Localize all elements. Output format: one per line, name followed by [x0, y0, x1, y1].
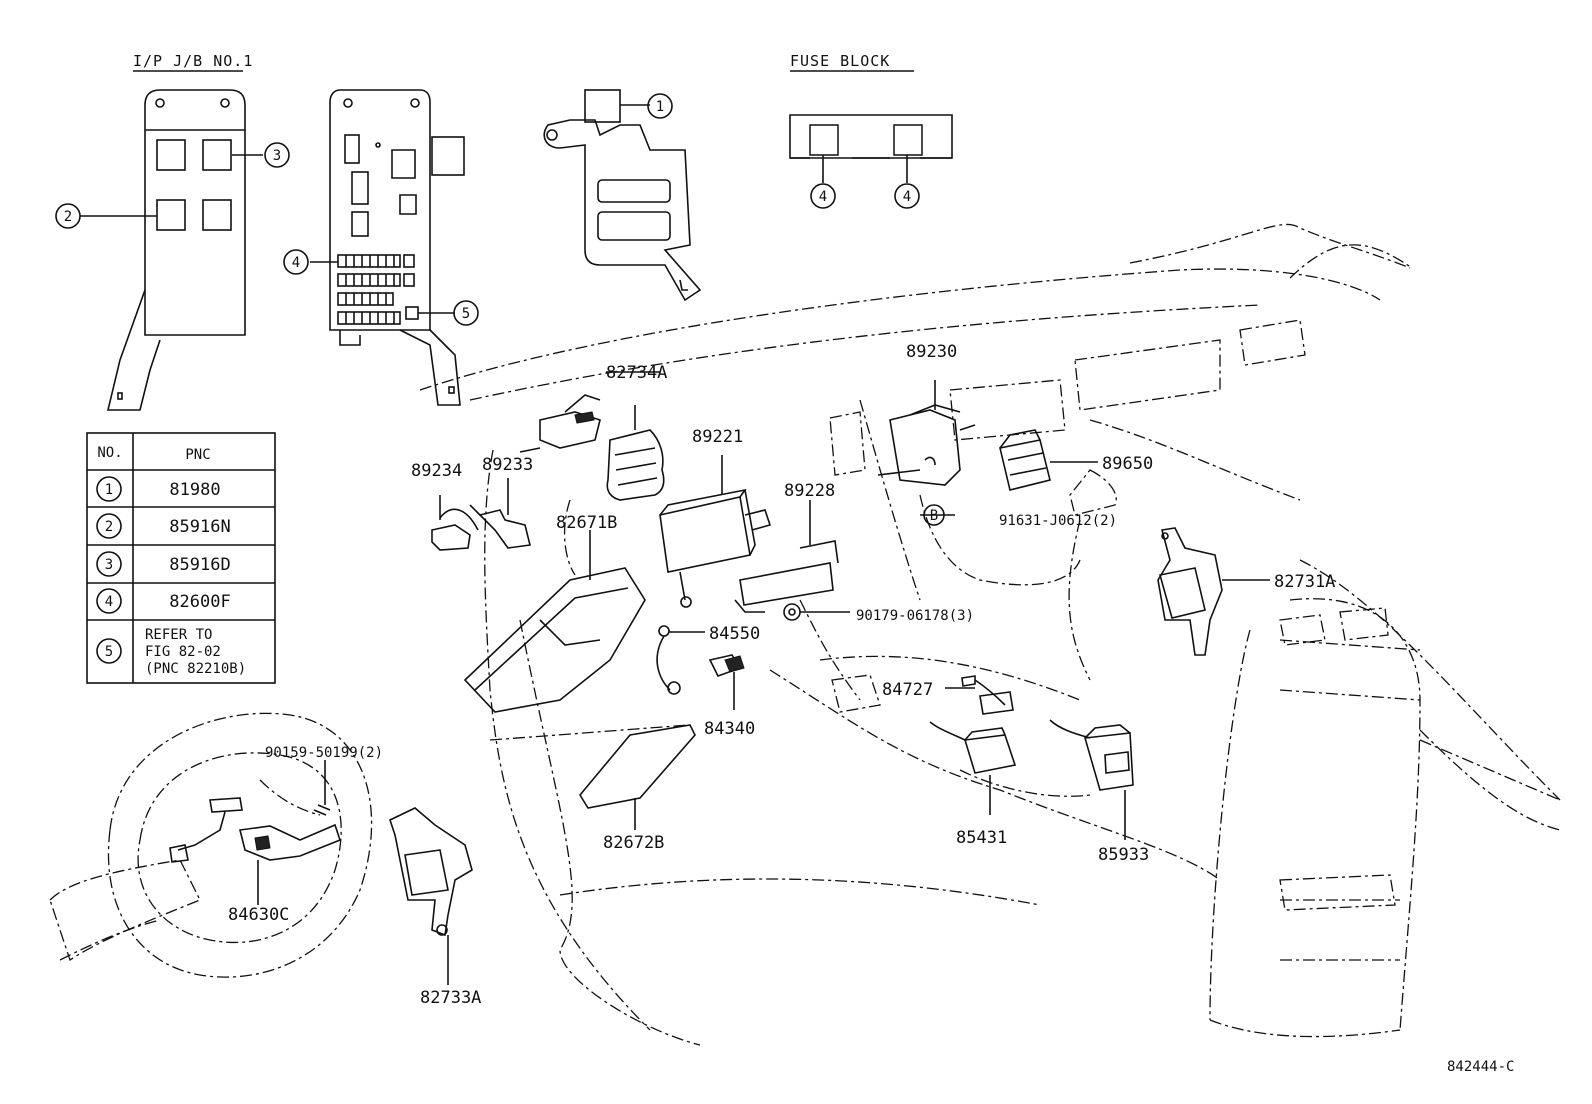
part-label-89221: 89221: [692, 427, 743, 447]
part-89230-module: [877, 380, 976, 486]
part-label-82672B: 82672B: [603, 833, 664, 853]
svg-text:81980: 81980: [169, 480, 220, 500]
callout-4-jb: 4: [283, 249, 309, 275]
svg-text:85916N: 85916N: [169, 517, 230, 537]
svg-text:3: 3: [105, 557, 113, 573]
part-82734A-graphic: [606, 405, 665, 501]
steering-wheel: [49, 712, 373, 978]
part-89650-sensor: [999, 429, 1098, 491]
svg-text:5: 5: [105, 644, 113, 660]
part-85431-buzzer: [929, 721, 1017, 815]
table-header-pnc: PNC: [185, 447, 210, 463]
part-label-84550: 84550: [709, 624, 760, 644]
svg-text:4: 4: [819, 189, 827, 205]
part-label-90159-50199: 90159-50199(2): [265, 745, 383, 761]
part-84727-connector: [945, 675, 1014, 715]
relay-81980-bracket: [543, 89, 702, 302]
svg-text:3: 3: [273, 148, 281, 164]
table-row: 1 81980: [96, 476, 221, 502]
junction-block-rear: [310, 89, 465, 406]
part-label-82734A: 82734A: [606, 363, 667, 383]
part-label-85933: 85933: [1098, 845, 1149, 865]
part-label-84630C: 84630C: [228, 905, 289, 925]
callout-2: 2: [55, 203, 81, 229]
junction-block-front: [80, 89, 263, 411]
callout-4-fuse-left: 4: [810, 183, 836, 209]
callout-4-fuse-right: 4: [894, 183, 920, 209]
part-label-90179-06178: 90179-06178(3): [856, 608, 974, 624]
figure-code: 842444-C: [1447, 1059, 1514, 1075]
svg-text:1: 1: [656, 99, 664, 115]
fuse-block: [789, 114, 953, 183]
svg-text:B: B: [930, 508, 938, 524]
part-84630C-switch: [169, 797, 341, 905]
part-89234-89233-sensors: [431, 478, 531, 551]
table-row: 4 82600F: [96, 588, 231, 614]
svg-text:FIG 82-02: FIG 82-02: [145, 644, 221, 660]
part-82733A-bracket: [389, 807, 473, 985]
table-row: 3 85916D: [96, 551, 231, 577]
fuse-block-heading: FUSE BLOCK: [790, 52, 890, 70]
table-row: 5 REFER TO FIG 82-02 (PNC 82210B): [96, 627, 246, 677]
part-82671B-panel: [463, 530, 646, 713]
svg-text:4: 4: [292, 255, 300, 271]
part-84550-sensor: [656, 625, 705, 695]
part-89233-switch: [539, 394, 601, 449]
part-84340-switch: [708, 654, 745, 710]
table-header-no: NO.: [97, 445, 122, 461]
dashboard-outline: [419, 223, 1561, 1046]
pnc-table: [86, 432, 276, 684]
part-label-89233: 89233: [482, 455, 533, 475]
callout-1: 1: [647, 93, 673, 119]
part-label-89650: 89650: [1102, 454, 1153, 474]
callout-3: 3: [264, 142, 290, 168]
junction-block-heading: I/P J/B NO.1: [133, 52, 253, 70]
callout-5: 5: [453, 300, 479, 326]
part-label-82731A: 82731A: [1274, 572, 1335, 592]
part-label-82671B: 82671B: [556, 513, 617, 533]
part-label-84340: 84340: [704, 719, 755, 739]
table-row: 2 85916N: [96, 513, 231, 539]
part-85933-relay: [1049, 719, 1134, 840]
svg-text:5: 5: [462, 306, 470, 322]
part-89228-bracket: [734, 500, 839, 613]
leader-lines: [519, 371, 955, 516]
part-label-85431: 85431: [956, 828, 1007, 848]
svg-text:(PNC 82210B): (PNC 82210B): [145, 661, 246, 677]
part-label-89234: 89234: [411, 461, 462, 481]
part-screw-90159: [313, 760, 331, 816]
svg-text:4: 4: [105, 594, 113, 610]
svg-text:82600F: 82600F: [169, 592, 230, 612]
part-82731A-bracket: [1157, 527, 1270, 656]
part-label-89228: 89228: [784, 481, 835, 501]
svg-text:4: 4: [903, 189, 911, 205]
part-82672B-cover: [579, 724, 696, 830]
part-bolt-90179: [783, 603, 850, 621]
svg-text:REFER TO: REFER TO: [145, 627, 212, 643]
svg-text:2: 2: [64, 209, 72, 225]
part-89221-ecu: [659, 455, 772, 608]
callout-B: B: [923, 504, 945, 526]
part-label-82733A: 82733A: [420, 988, 481, 1008]
svg-text:1: 1: [105, 482, 113, 498]
svg-text:2: 2: [105, 519, 113, 535]
svg-text:85916D: 85916D: [169, 555, 230, 575]
part-label-91631-J0612: 91631-J0612(2): [999, 513, 1117, 529]
part-label-89230: 89230: [906, 342, 957, 362]
part-label-84727: 84727: [882, 680, 933, 700]
fuse-rows: [337, 254, 419, 325]
